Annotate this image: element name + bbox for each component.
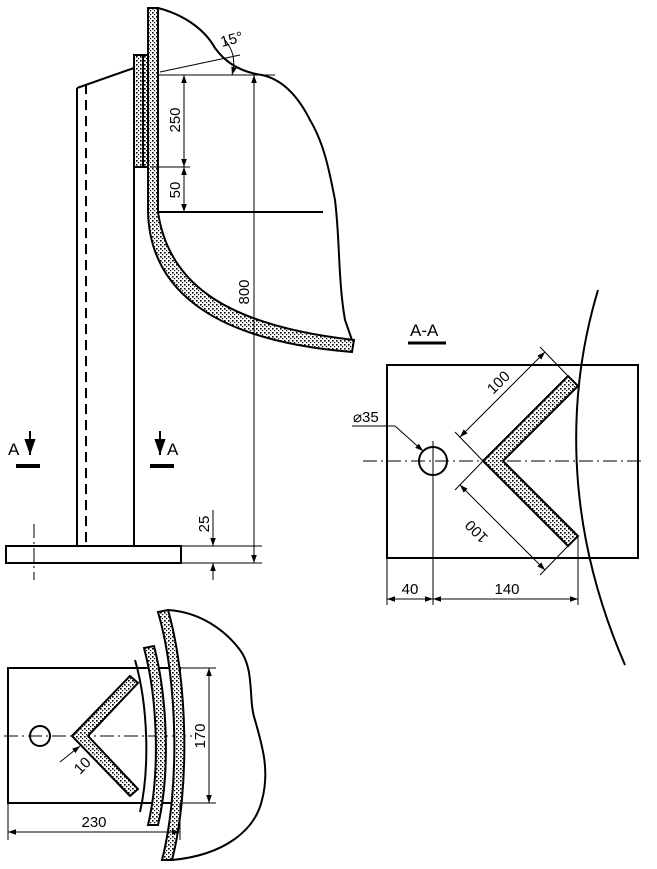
plan-vessel-break-line	[167, 609, 267, 861]
dim-140: 140	[494, 581, 519, 598]
base-plate	[5, 545, 182, 564]
vessel-break-line	[157, 7, 353, 341]
plan-hole	[29, 725, 51, 747]
dim-10: 10	[71, 754, 95, 778]
lining-strip	[147, 7, 356, 354]
dim-230: 230	[81, 814, 106, 831]
dim-40: 40	[402, 581, 419, 598]
section-marker-right: A	[150, 431, 179, 468]
section-title: A-A	[410, 321, 439, 340]
svg-text:A: A	[8, 440, 20, 459]
dim-hole-diameter: ⌀35	[353, 409, 379, 426]
dim-100-bottom: 100	[462, 516, 492, 546]
bracket-plate-outer	[133, 54, 144, 168]
plan-view: 10 170 230	[4, 608, 267, 861]
dim-100-top: 100	[484, 368, 514, 398]
plan-v-bracket	[70, 674, 140, 798]
side-view: 15° 250 50 800 25 A A	[5, 7, 356, 580]
plan-lining-inner	[142, 644, 167, 826]
section-marker-left: A	[8, 431, 40, 468]
dim-800: 800	[236, 279, 253, 304]
dim-250: 250	[167, 107, 184, 132]
dim-25: 25	[196, 516, 213, 533]
dim-50: 50	[167, 182, 184, 199]
section-a-a: A-A 100 100 ⌀35 40 140	[352, 289, 644, 666]
svg-text:A: A	[167, 440, 179, 459]
dim-170: 170	[192, 723, 209, 748]
vessel-wall-arc	[575, 289, 626, 666]
angle-label: 15°	[219, 29, 245, 51]
